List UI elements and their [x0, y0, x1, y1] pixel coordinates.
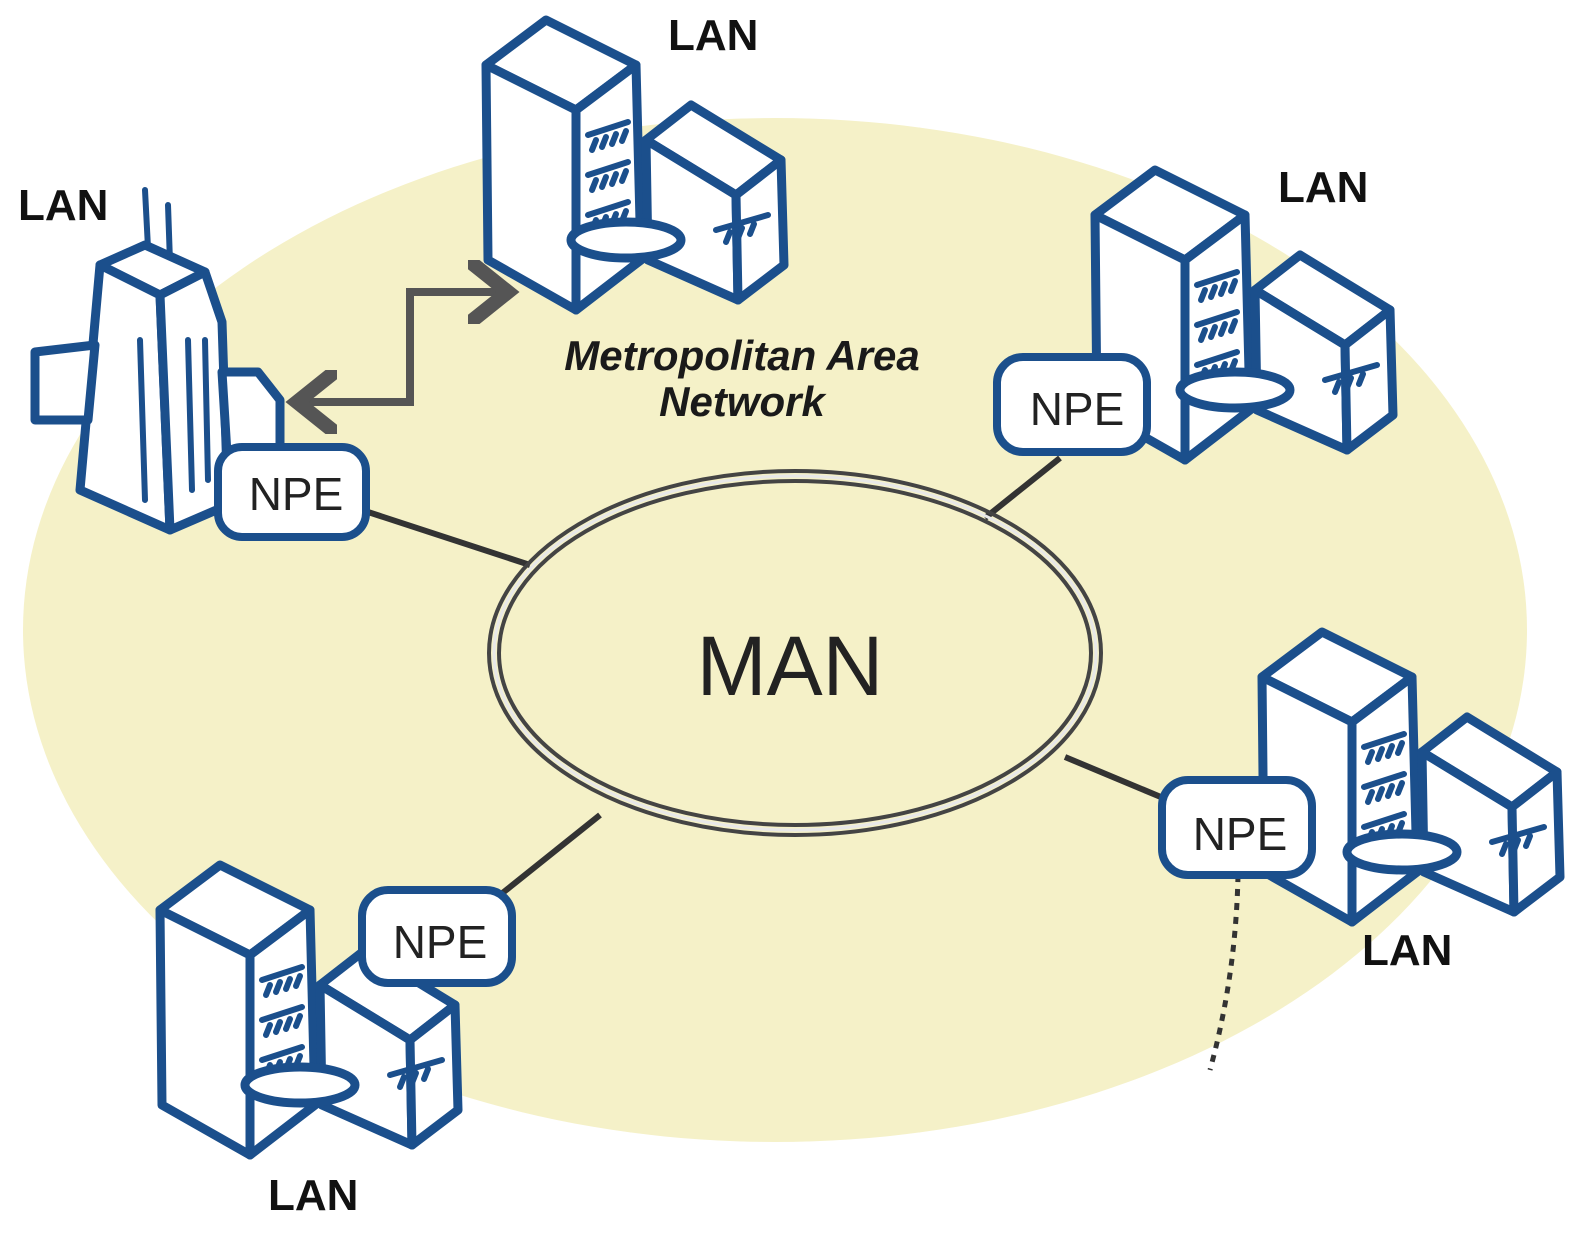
link-bottom-right-to-man [1063, 754, 1170, 803]
npe-box [358, 886, 516, 987]
diagram-title-line1: Metropolitan Area [564, 332, 919, 379]
node-top-right: NPE LAN [993, 163, 1393, 460]
lan-label: LAN [668, 11, 758, 60]
dotted-external-link [1207, 874, 1241, 1071]
link-top-right-to-man [983, 455, 1062, 521]
lan-label: LAN [1278, 163, 1368, 212]
node-bottom-right: NPE LAN [1158, 632, 1560, 975]
node-top-left: NPE LAN [18, 181, 370, 541]
node-bottom-left: NPE LAN [160, 865, 516, 1220]
link-top-left-to-man [367, 509, 531, 568]
lan-label: LAN [268, 1171, 358, 1220]
office-building-icon [486, 20, 784, 310]
link-bottom-left-to-man [498, 812, 602, 898]
npe-label: NPE [1030, 383, 1125, 435]
npe-label: NPE [249, 468, 344, 520]
man-core-ring: MAN [487, 469, 1103, 837]
lan-label: LAN [18, 181, 108, 230]
npe-label: NPE [393, 916, 488, 968]
node-top: LAN [486, 11, 784, 310]
lan-label: LAN [1362, 926, 1452, 975]
npe-box [993, 353, 1151, 456]
man-core-label: MAN [697, 619, 884, 713]
diagram-title-line2: Network [659, 378, 827, 425]
npe-box [214, 443, 370, 541]
bidirectional-arrow [305, 292, 500, 402]
npe-label: NPE [1193, 808, 1288, 860]
npe-box [1158, 776, 1316, 879]
